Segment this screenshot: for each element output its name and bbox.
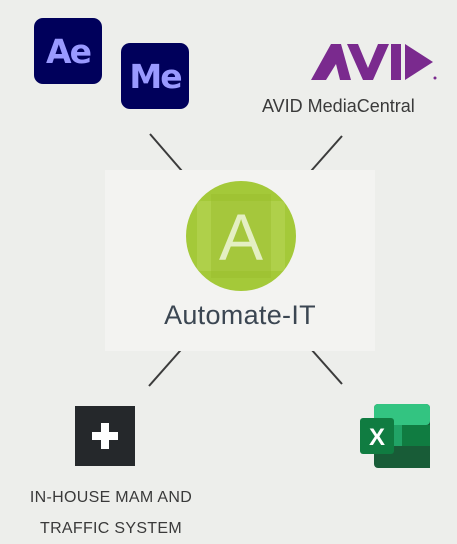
media-encoder-abbr: Me	[129, 56, 182, 96]
after-effects-icon: Ae	[34, 18, 102, 84]
center-logo-letter: A	[219, 200, 263, 274]
mam-label-line1: IN-HOUSE MAM AND	[29, 489, 193, 506]
excel-icon: X	[360, 404, 430, 468]
mam-tile	[75, 406, 135, 466]
mam-label-line2: TRAFFIC SYSTEM	[40, 520, 182, 537]
avid-label: AVID MediaCentral	[262, 96, 415, 116]
media-encoder-icon: Me	[121, 43, 189, 109]
after-effects-abbr: Ae	[46, 31, 92, 71]
center-title: Automate-IT	[164, 300, 316, 330]
plus-icon	[92, 423, 118, 449]
mam-label: IN-HOUSE MAM AND TRAFFIC SYSTEM	[0, 482, 222, 544]
automate-it-logo-icon: A	[186, 181, 296, 291]
excel-letter: X	[369, 424, 385, 451]
avid-logo-icon	[311, 44, 437, 80]
